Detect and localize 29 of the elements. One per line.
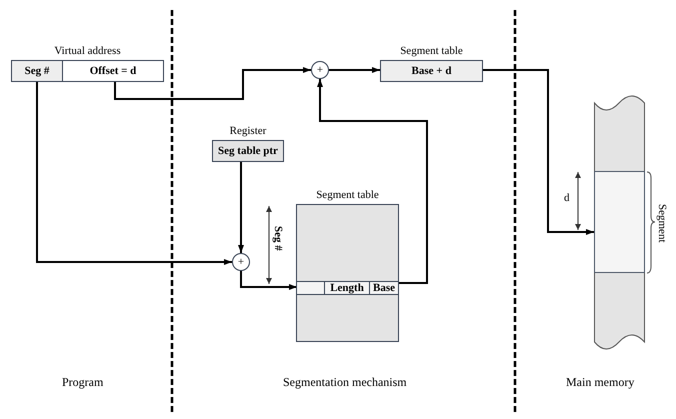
box-heading: Segment table bbox=[399, 45, 464, 59]
arrow bbox=[317, 79, 428, 284]
dimension-label: d bbox=[564, 193, 570, 204]
side-label: Segment bbox=[656, 204, 667, 242]
arrow bbox=[483, 69, 594, 235]
plus-sign: + bbox=[238, 256, 244, 268]
field-cell bbox=[12, 61, 63, 81]
table-cell bbox=[297, 281, 325, 295]
dimension-label: Seg # bbox=[272, 226, 283, 251]
region-label: Segmentation mechanism bbox=[283, 374, 407, 391]
arrow bbox=[240, 271, 297, 290]
box-text: Base + d bbox=[412, 66, 452, 76]
box-heading: Segment table bbox=[315, 189, 380, 203]
region-label: Main memory bbox=[566, 374, 634, 391]
box-text: Seg # bbox=[24, 66, 50, 76]
arrow bbox=[329, 67, 380, 73]
box-text: Base bbox=[373, 282, 395, 294]
arrow bbox=[36, 81, 232, 265]
box-heading: Virtual address bbox=[53, 45, 122, 59]
region-label: Program bbox=[62, 374, 104, 391]
box-text: Length bbox=[330, 282, 364, 294]
box-text: Seg table ptr bbox=[218, 146, 278, 156]
box-heading: Register bbox=[228, 125, 268, 139]
box-text: Offset = d bbox=[90, 66, 136, 76]
plus-sign: + bbox=[316, 64, 324, 76]
arrow bbox=[114, 67, 311, 100]
arrow bbox=[238, 162, 244, 253]
table-cell bbox=[370, 281, 398, 295]
table-cell bbox=[325, 281, 370, 295]
